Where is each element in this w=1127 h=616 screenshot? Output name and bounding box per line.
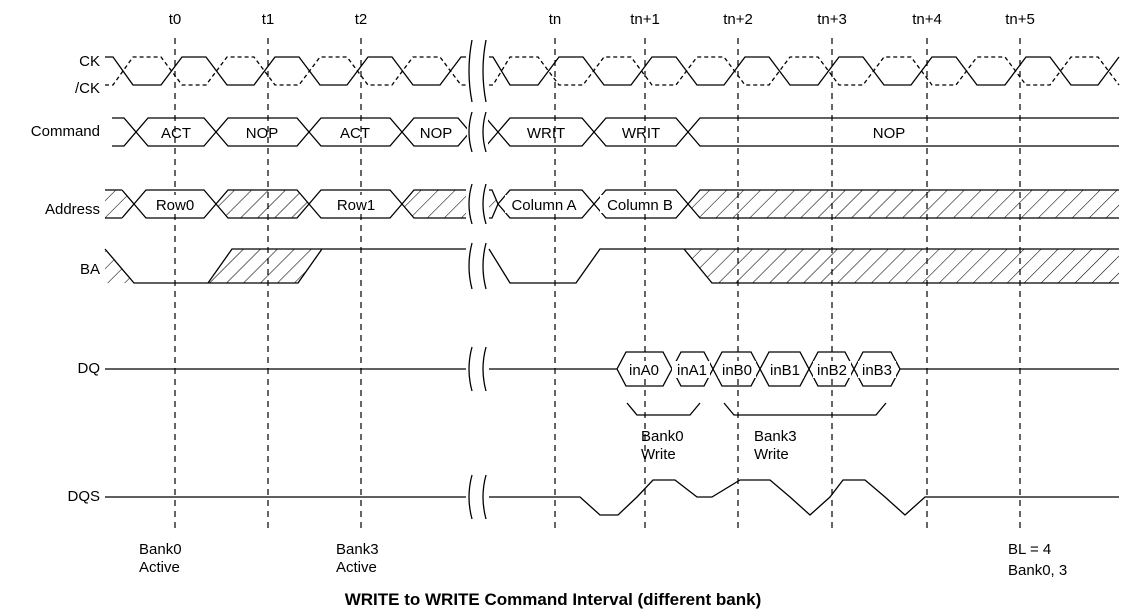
command-act-1: ACT bbox=[340, 125, 370, 142]
signal-label-dq: DQ bbox=[78, 360, 101, 377]
address-hatch-4 bbox=[688, 190, 1119, 218]
annotation-bank3-active-line1: Bank3 bbox=[336, 541, 379, 558]
dq-label-bg-3 bbox=[766, 361, 804, 378]
break-marker-dqs bbox=[468, 474, 487, 520]
ba-hatch-1 bbox=[208, 249, 322, 283]
ck-line bbox=[105, 56, 1120, 86]
time-label-tn5: tn+5 bbox=[1005, 11, 1035, 28]
address-hatch-2 bbox=[402, 190, 466, 218]
command-nop-2: NOP bbox=[873, 125, 906, 142]
address-outline bbox=[105, 189, 1119, 219]
time-guides bbox=[174, 38, 1021, 530]
command-nop-0: NOP bbox=[246, 125, 279, 142]
address-hatch-0 bbox=[105, 190, 134, 218]
annotation-burst-banks: Bank0, 3 bbox=[1008, 562, 1067, 579]
dq-label-bg-5 bbox=[858, 361, 896, 378]
signal-names: CK /CK Command Address BA DQ DQS bbox=[31, 53, 100, 505]
address-column-a: Column A bbox=[511, 197, 576, 214]
signal-label-command: Command bbox=[31, 123, 100, 140]
command-bus: ACT NOP ACT NOP WRIT WRIT NOP bbox=[112, 117, 1119, 147]
diagram-title: WRITE to WRITE Command Interval (differe… bbox=[345, 590, 762, 609]
break-marker-command bbox=[468, 111, 487, 153]
ba-outline bbox=[104, 248, 1119, 284]
dq-data-inb0: inB0 bbox=[722, 362, 752, 379]
address-row1: Row1 bbox=[337, 197, 375, 214]
dq-label-bg-4 bbox=[813, 361, 851, 378]
time-label-t2: t2 bbox=[355, 11, 368, 28]
dq-data-inb1: inB1 bbox=[770, 362, 800, 379]
annotation-bank0-active-line1: Bank0 bbox=[139, 541, 182, 558]
ck-bar-line bbox=[105, 56, 1120, 86]
break-marker-ck bbox=[468, 39, 487, 103]
ba-hatch-2 bbox=[684, 249, 1119, 283]
address-label-bg-1 bbox=[334, 195, 378, 213]
annotation-bank3-write-line2: Write bbox=[754, 446, 789, 463]
annotations: Bank0 Write Bank3 Write Bank0 Active Ban… bbox=[139, 428, 1067, 579]
dq-outline bbox=[105, 351, 1119, 387]
dqs-waveform bbox=[105, 479, 1119, 516]
address-hatch-1 bbox=[216, 190, 309, 218]
command-writ-1: WRIT bbox=[622, 125, 660, 142]
signal-label-ck-bar: /CK bbox=[75, 80, 100, 97]
dq-data-inb2: inB2 bbox=[817, 362, 847, 379]
annotation-bank3-active-line2: Active bbox=[336, 559, 377, 576]
address-row0: Row0 bbox=[156, 197, 194, 214]
break-gap bbox=[467, 36, 488, 536]
dq-label-bg-1 bbox=[672, 361, 710, 378]
command-writ-0: WRIT bbox=[527, 125, 565, 142]
signal-label-ba: BA bbox=[80, 261, 100, 278]
break-marker-address bbox=[468, 183, 487, 225]
time-label-t1: t1 bbox=[262, 11, 275, 28]
dq-label-bg-0 bbox=[627, 361, 663, 378]
break-marker-dq bbox=[468, 346, 487, 392]
time-label-tn1: tn+1 bbox=[630, 11, 660, 28]
ck-waveform bbox=[105, 56, 1120, 86]
signal-label-address: Address bbox=[45, 201, 100, 218]
address-bus: Row0 Row1 Column A Column B bbox=[105, 189, 1119, 219]
annotation-bank3-write-line1: Bank3 bbox=[754, 428, 797, 445]
dq-data-ina0: inA0 bbox=[629, 362, 659, 379]
command-nop-1: NOP bbox=[420, 125, 453, 142]
time-label-tn3: tn+3 bbox=[817, 11, 847, 28]
signal-label-dqs: DQS bbox=[67, 488, 100, 505]
bank3-write-bracket bbox=[723, 402, 887, 416]
address-label-bg-0 bbox=[152, 195, 198, 213]
time-label-tn2: tn+2 bbox=[723, 11, 753, 28]
address-label-bg-3 bbox=[600, 195, 680, 213]
time-label-tn: tn bbox=[549, 11, 562, 28]
address-column-b: Column B bbox=[607, 197, 673, 214]
time-labels: t0 t1 t2 tn tn+1 tn+2 tn+3 tn+4 tn+5 bbox=[169, 11, 1035, 28]
signal-label-ck: CK bbox=[79, 53, 100, 70]
annotation-burst-length: BL = 4 bbox=[1008, 541, 1051, 558]
annotation-bank0-write-line1: Bank0 bbox=[641, 428, 684, 445]
dqs-line bbox=[105, 479, 1119, 516]
annotation-bank0-write-line2: Write bbox=[641, 446, 676, 463]
bank0-write-bracket bbox=[626, 402, 701, 416]
break-marker-ba bbox=[468, 242, 487, 290]
command-act-0: ACT bbox=[161, 125, 191, 142]
dq-bus: inA0 inA1 inB0 inB1 inB2 inB3 bbox=[105, 351, 1119, 416]
annotation-bank0-active-line2: Active bbox=[139, 559, 180, 576]
address-hatch-3 bbox=[489, 190, 498, 218]
dq-label-bg-2 bbox=[718, 361, 756, 378]
time-break-markers bbox=[467, 36, 488, 536]
ba-bus bbox=[104, 248, 1119, 284]
time-label-tn4: tn+4 bbox=[912, 11, 942, 28]
time-label-t0: t0 bbox=[169, 11, 182, 28]
address-label-bg-2 bbox=[505, 195, 582, 213]
dq-data-inb3: inB3 bbox=[862, 362, 892, 379]
dq-data-ina1: inA1 bbox=[677, 362, 707, 379]
